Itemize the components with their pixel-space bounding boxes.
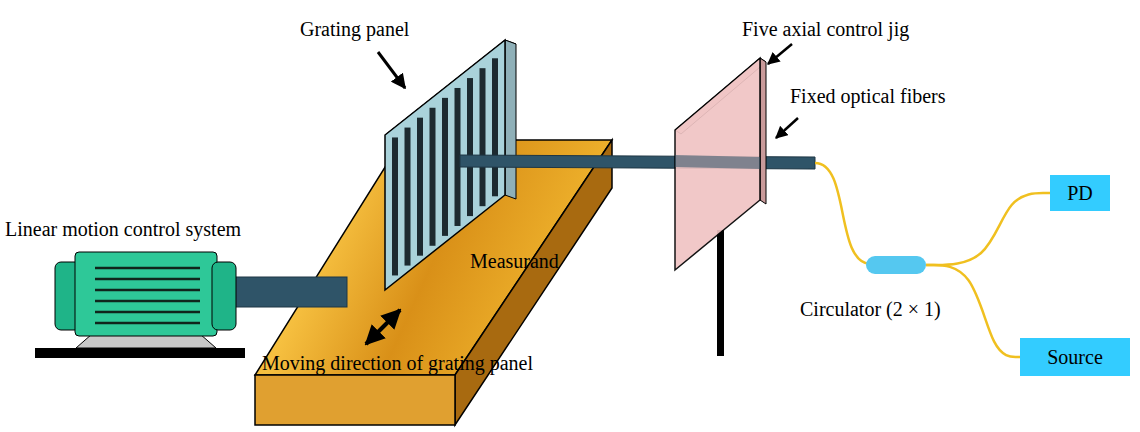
grating-bar (405, 128, 411, 266)
box-label: Source (1047, 346, 1103, 368)
motor-line (95, 267, 200, 270)
leader-arrow (768, 44, 792, 64)
part-label: Five axial control jig (742, 18, 909, 40)
source-box: Source (1020, 338, 1130, 376)
box-label: PD (1067, 182, 1093, 204)
motion-arrow (366, 310, 400, 344)
five-axis-jig (675, 58, 766, 356)
optical-fiber (926, 193, 1050, 265)
optical-fiber (815, 163, 870, 264)
part-label: Grating panel (300, 18, 409, 40)
grating-bar (492, 58, 498, 196)
part-label: Linear motion control system (5, 218, 241, 240)
grating-bar (430, 108, 436, 246)
linear-motor (35, 252, 347, 358)
grating-bar (442, 98, 448, 236)
motor-line (95, 322, 200, 325)
grating-bar (417, 118, 423, 256)
direction-label: Moving direction of grating panel (262, 352, 533, 374)
motor-line (95, 278, 200, 281)
motor-line (95, 289, 200, 292)
leader-arrow (776, 118, 798, 138)
part-label: Fixed optical fibers (790, 85, 946, 107)
motor-line (95, 300, 200, 303)
detector-box: PD (1050, 175, 1110, 211)
part-label: Measurand (470, 250, 559, 272)
circulator: Circulator (2 × 1) (866, 256, 926, 274)
grating-bar (467, 78, 473, 216)
component-label: Circulator (2 × 1) (800, 298, 941, 320)
grating-bar (480, 68, 486, 206)
grating-bar (392, 137, 398, 275)
motor-line (95, 311, 200, 314)
leader-arrow (378, 52, 405, 88)
